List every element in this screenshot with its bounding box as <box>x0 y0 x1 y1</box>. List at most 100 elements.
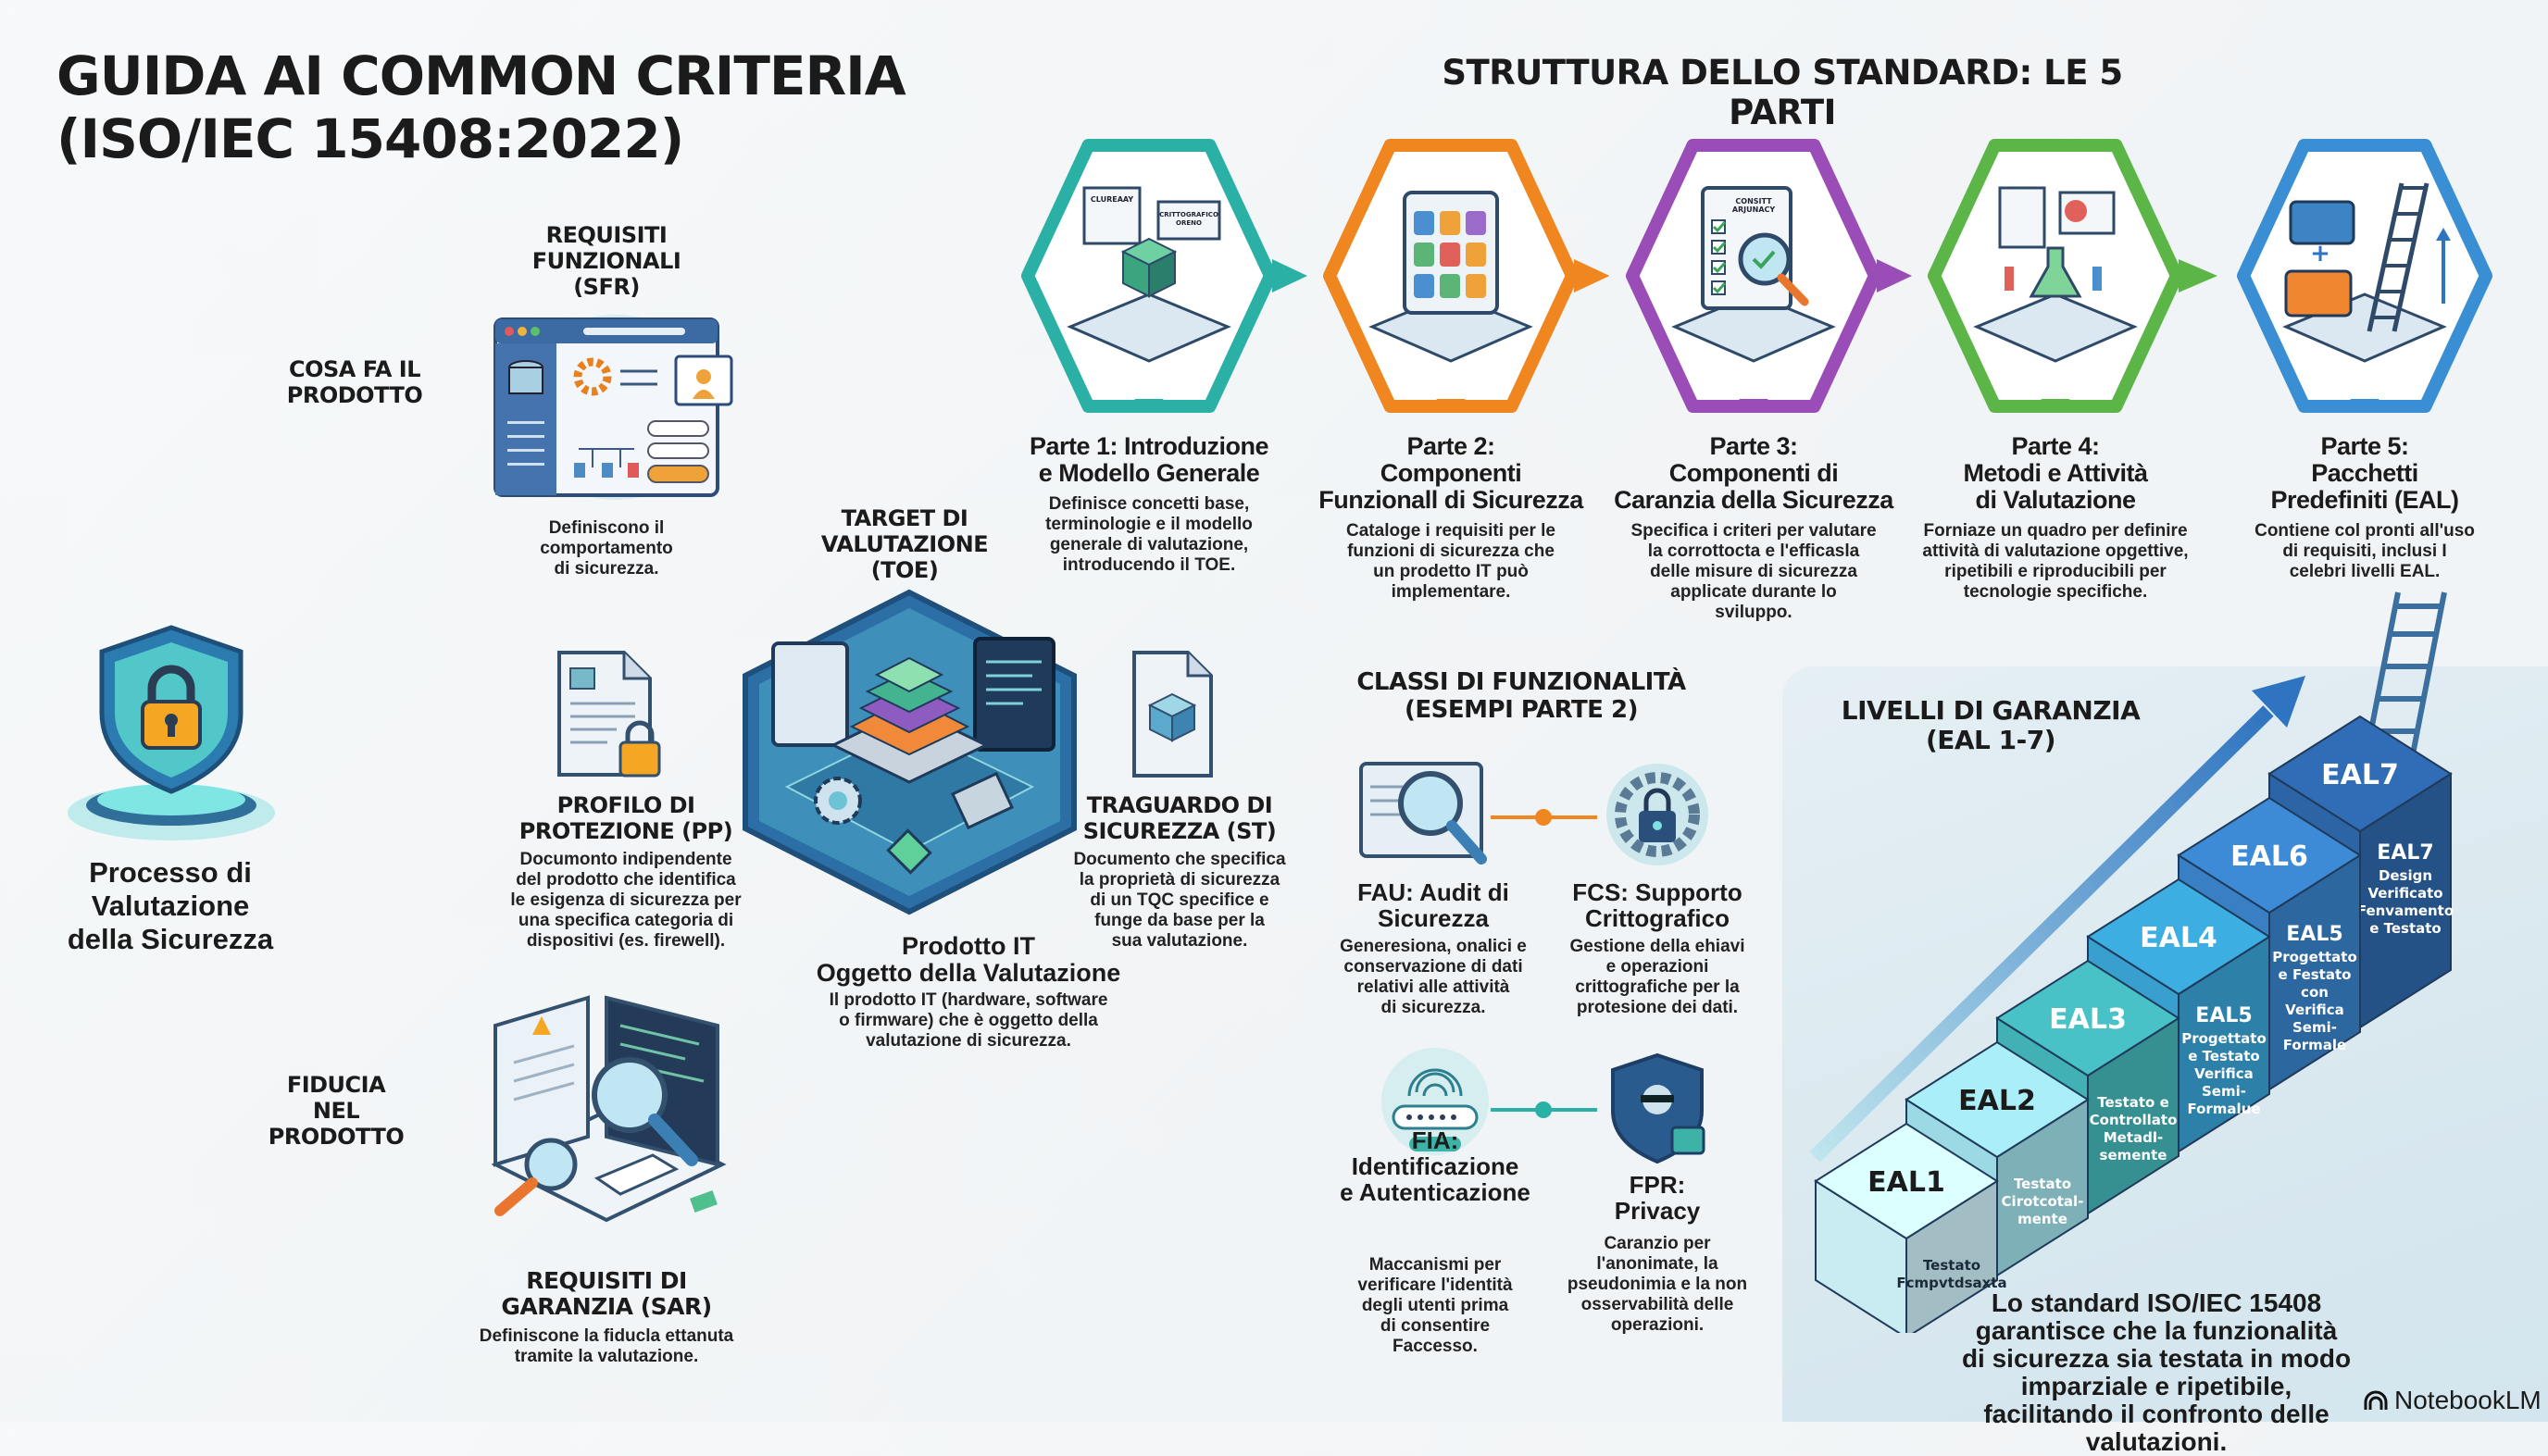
eal-step-top-label: EAL3 <box>2049 1003 2127 1036</box>
part-connector-arrow <box>2179 259 2217 292</box>
eal-step-top-face <box>2267 715 2453 833</box>
sfr-title: REQUISITI FUNZIONALI (SFR) <box>531 222 681 300</box>
pp-title: PROFILO DI PROTEZIONE (PP) <box>518 792 733 844</box>
toe-product-title: Prodotto IT Oggetto della Valutazione <box>816 932 1121 987</box>
eal-step-face-text: Controllato <box>2090 1112 2178 1128</box>
eal-step-top-face <box>2177 796 2362 915</box>
eal-step-face-text: Testato e <box>2097 1094 2169 1111</box>
connector-dot <box>1535 809 1552 826</box>
eal-step-top-label: EAL4 <box>2140 922 2217 954</box>
sfr-side-label: COSA FA IL PRODOTTO <box>286 356 423 408</box>
catalog-grid-icon <box>1368 191 1533 363</box>
part-5-hexagon: + <box>2237 139 2492 413</box>
svg-text:+: + <box>2310 240 2330 268</box>
fingerprint-icon <box>1381 1048 1489 1155</box>
connector-dot <box>1535 1101 1552 1118</box>
part-2: Parte 2: Componenti Funzionall di Sicure… <box>1303 433 1599 603</box>
class-fpr-desc: Caranzio per l'anonimate, la pseudonimia… <box>1567 1234 1748 1335</box>
eal-step-face-text: Verifica <box>2194 1065 2254 1082</box>
eal-step-top-label: EAL2 <box>1958 1085 2036 1117</box>
class-fia-title: FIA: Identificazione e Autenticazione <box>1340 1126 1530 1206</box>
part-4: Parte 4: Metodi e Attività di Valutazion… <box>1907 433 2204 603</box>
part-4-desc: Forniaze un quadro per definire attività… <box>1922 521 2189 602</box>
eal-step-top-face <box>1814 1122 1999 1240</box>
part-connector-arrow <box>1272 259 1307 292</box>
eal-step-face-text: Formale <box>2283 1037 2346 1053</box>
eal-step-face-text: e Testato <box>2188 1048 2260 1064</box>
eal-step-top-face <box>1905 1040 2090 1159</box>
eal-step-top-face <box>1995 959 2180 1077</box>
structure-heading: STRUTTURA DELLO STANDARD: LE 5 PARTI <box>1442 53 2123 132</box>
eal-step-face-text: mente <box>2017 1211 2067 1227</box>
part-5: Parte 5: Pacchetti Predefiniti (EAL) Cont… <box>2217 433 2513 582</box>
eal-step-face-text: Metadl- <box>2104 1129 2164 1146</box>
part-1-title: Parte 1: Introduzione e Modello Generale <box>1029 432 1269 487</box>
notebooklm-logo-icon <box>2364 1390 2388 1410</box>
notebooklm-label: NotebookLM <box>2394 1386 2542 1414</box>
pp-desc: Documonto indipendente del prodotto che … <box>510 850 742 951</box>
part-1-desc: Definisce concetti base, terminologie e … <box>1045 494 1253 575</box>
part-3-desc: Specifica i criteri per valutare la corr… <box>1630 521 1877 622</box>
main-title: GUIDA AI COMMON CRITERIA (ISO/IEC 15408:… <box>56 44 906 170</box>
main-title-line2: (ISO/IEC 15408:2022) <box>56 107 684 170</box>
part-4-title: Parte 4: Metodi e Attività di Valutazion… <box>1963 432 2148 514</box>
sfr-desc: Definiscono il comportamento di sicurezz… <box>540 518 673 579</box>
eal-step-face-text: Testato <box>2014 1176 2071 1192</box>
eal-step-face-text: Design <box>2379 867 2432 884</box>
eal-step-face-text: Verificato <box>2367 885 2442 902</box>
eal-step-face-text: Progettato <box>2181 1030 2267 1047</box>
st-desc: Documento che specifica la proprietà di … <box>1073 850 1286 951</box>
eal-summary: Lo standard ISO/IEC 15408 garantisce che… <box>1961 1288 2352 1456</box>
class-fia-desc: Maccanismi per verificare l'identità deg… <box>1357 1255 1513 1356</box>
part-connector-arrow <box>1877 259 1912 292</box>
growth-arrow-icon <box>1809 676 2305 1163</box>
process-label: Processo di Valutazione della Sicurezza <box>67 856 274 955</box>
lab-flask-icon <box>1973 186 2138 363</box>
crypto-lock-gear-icon <box>1606 764 1708 865</box>
class-fau-title: FAU: Audit di Sicurezza <box>1357 878 1509 932</box>
class-fcs-title: FCS: Supporto Crittografico <box>1572 878 1742 932</box>
part-connector-arrow <box>1574 259 1610 292</box>
eal-step-top-label: EAL7 <box>2321 759 2399 791</box>
part-5-desc: Contiene col pronti all'uso di requisiti… <box>2254 521 2475 581</box>
eal-step-face-text: semente <box>2100 1147 2167 1164</box>
sar-side-label: FIDUCIA NEL PRODOTTO <box>268 1072 405 1150</box>
eal-step-top-label: EAL6 <box>2230 840 2308 873</box>
eal-step-face-text: EAL5 <box>2286 923 2342 946</box>
toolbox-ladder-icon: + <box>2282 182 2451 363</box>
sar-desc: Definiscone la fiducla ettanuta tramite … <box>479 1326 734 1366</box>
eal-step-face-text: Fenvamento <box>2357 902 2454 919</box>
st-title: TRAGUARDO DI SICUREZZA (ST) <box>1082 792 1277 844</box>
toe-hardware-icon <box>743 589 1077 915</box>
eal-step-face-text: EAL7 <box>2377 841 2433 865</box>
class-fcs-desc: Gestione della ehiavi e operazioni critt… <box>1569 937 1745 1017</box>
eal-step-face-text: con <box>2301 984 2329 1001</box>
audit-magnifier-icon <box>1359 762 1487 865</box>
part-1: Parte 1: Introduzione e Modello Generale… <box>1001 433 1297 576</box>
classes-icons <box>1359 762 1708 1164</box>
main-title-line1: GUIDA AI COMMON CRITERIA <box>56 44 906 107</box>
notebooklm-branding: NotebookLM <box>2363 1386 2542 1415</box>
part-5-title: Parte 5: Pacchetti Predefiniti (EAL) <box>2270 432 2459 514</box>
eal-step-face-text: Semi- <box>2202 1083 2246 1100</box>
part-4-hexagon <box>1928 139 2217 413</box>
part-2-desc: Cataloge i requisiti per le funzioni di … <box>1346 521 1555 602</box>
eal-step-face-text: Testato <box>1923 1257 1980 1274</box>
eal-step-face-text: EAL5 <box>2195 1004 2252 1027</box>
svg-text:CLUREAAY: CLUREAAY <box>1091 195 1133 204</box>
security-target-document-icon <box>1132 651 1213 778</box>
eal-step-face-text: Progettato <box>2272 949 2357 965</box>
eal-step-face-text: Cirotcotal- <box>2002 1193 2084 1210</box>
protection-profile-document-icon <box>557 651 661 778</box>
eal-heading: LIVELLI DI GARANZIA (EAL 1-7) <box>1841 695 2141 755</box>
functional-requirements-window-icon <box>493 315 733 500</box>
shield-lock-icon <box>68 625 275 840</box>
